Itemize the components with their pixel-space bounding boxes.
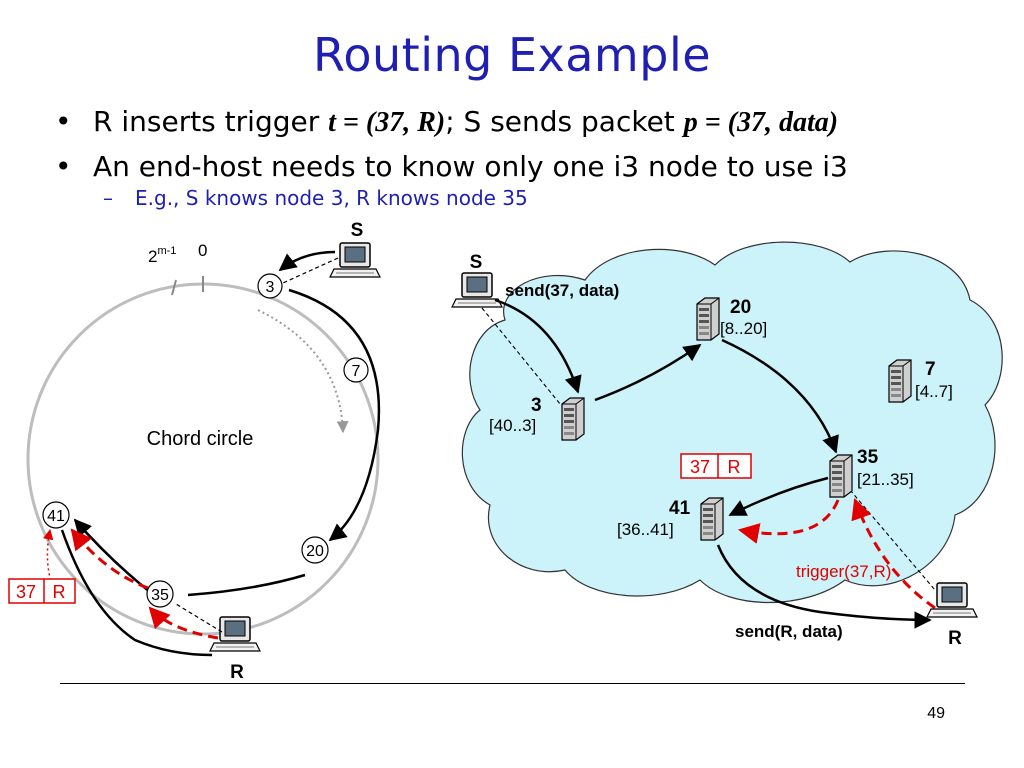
route-35-to-41 [73,518,151,593]
sub-bullet-dash: – [103,186,113,210]
trigger-box-right: 37 R [680,453,752,479]
svg-text:41: 41 [47,508,65,525]
route-41-to-r [716,544,932,629]
sub-bullet: – E.g., S knows node 3, R knows node 35 [55,185,1005,211]
chord-node: 20 [301,536,329,564]
host-r-right-icon [926,582,978,618]
node-35-range: [21..35] [857,470,914,489]
packet-formula: p = (37, data) [683,107,839,138]
trigger-store-dotted [43,528,54,586]
trigger-r-to-35 [851,498,936,610]
chord-circle-label: Chord circle [147,428,254,450]
route-20-to-35 [721,338,839,454]
svg-text:37: 37 [16,582,36,602]
trigger-35-to-41 [737,499,840,544]
host-s-left-label: S [351,220,364,241]
bullet-item: • R inserts trigger t = (37, R); S sends… [55,100,1005,145]
tick-m1 [171,279,177,296]
svg-text:3: 3 [266,279,275,296]
route-3-to-20 [288,288,381,542]
node-7-id: 7 [925,359,936,380]
node-35-id: 35 [857,447,879,468]
trigger-r-to-35 [148,606,219,640]
host-s-left-icon [329,242,381,278]
bullet-text: R inserts trigger [93,105,329,138]
trigger-label: trigger(37,R) [796,562,891,581]
node-3-range: [40..3] [489,416,536,435]
svg-text:37: 37 [690,457,710,477]
node-3-id: 3 [531,395,542,416]
route-20-to-35 [187,573,306,597]
server-3-icon [561,397,585,441]
send-bottom-label: send(R, data) [735,622,843,641]
chord-node: 35 [146,580,174,608]
bullet-item: • An end-host needs to know only one i3 … [55,145,1005,189]
s-to-node3 [278,250,336,272]
bullet-glyph: • [55,105,72,138]
chord-node: 7 [343,357,369,383]
s-to-3-link [481,307,566,411]
route-3-to-20 [594,343,702,402]
trigger-35-to-41 [70,528,149,590]
send-top-label: send(37, data) [505,281,619,300]
server-7-icon [888,359,912,403]
node-20-id: 20 [730,297,751,318]
chord-circle [26,282,380,636]
host-r-left-label: R [230,662,244,683]
bullet-glyph: • [55,150,72,183]
bullet-text: An end-host needs to know only one i3 no… [93,150,848,183]
svg-text:R: R [728,457,741,477]
route-35-to-41 [728,476,829,517]
slide-title: Routing Example [312,28,712,82]
host-s-right-icon [451,272,503,308]
trigger-formula: t = (37, R) [328,107,446,138]
svg-text:20: 20 [306,543,324,560]
host-s-right-label: S [470,252,483,273]
bullet-list: • R inserts trigger t = (37, R); S sends… [55,100,1005,211]
svg-text:7: 7 [352,363,361,380]
svg-text:R: R [53,582,66,602]
node-20-range: [8..20] [720,319,767,338]
sub-bullet-text: E.g., S knows node 3, R knows node 35 [135,186,528,210]
svg-text:35: 35 [151,587,169,604]
chord-diagram: 0 2m-1 Chord circle S R 3 7 [8,220,381,683]
bullet-text: ; S sends packet [445,105,684,138]
route-41-to-r [60,529,213,657]
page-number: 49 [927,705,945,722]
host-r-right-label: R [948,628,962,649]
route-s-to-3 [494,298,582,394]
s-link-dashed [282,257,339,284]
footer-divider [60,683,965,684]
node-41-range: [36..41] [617,520,674,539]
tick-m1-label: 2m-1 [148,245,176,266]
chord-node: 41 [42,501,70,529]
node-7-range: [4..7] [915,382,953,401]
server-20-icon [696,297,720,341]
node-41-id: 41 [669,498,691,519]
server-35-icon [829,454,853,498]
chord-node: 3 [257,273,283,299]
tick-zero-label: 0 [198,241,207,260]
i3-diagram: S send(37, data) R send(R, data) trigger… [451,241,1003,649]
server-41-icon [700,497,724,541]
lookup-path-dotted [257,309,349,434]
r-link-dashed [175,603,223,633]
trigger-box-left: 37 R [8,578,76,604]
